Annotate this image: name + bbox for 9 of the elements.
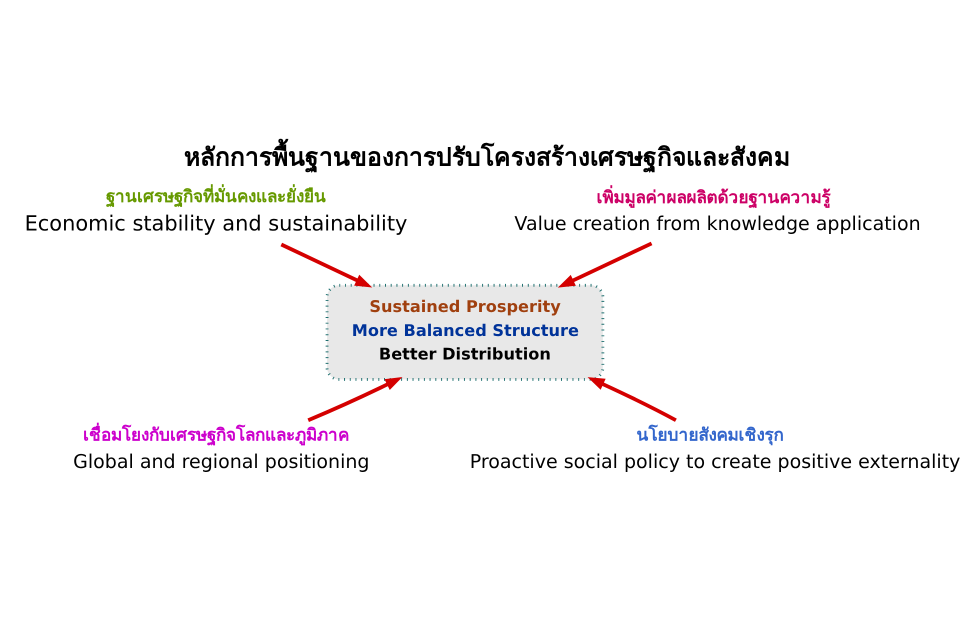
- node-text: ฐานเศรษฐกิจที่มั่นคงและยั่งยืน Economic stability and sustainability: [24, 186, 408, 236]
- node-text: นโยบายสังคมเชิงรุก Proactive social policy to create positive externality: [470, 425, 960, 472]
- node-box: Sustained Prosperity More Balanced Structure Better Distribution: [326, 283, 604, 380]
- node-text: เชื่อมโยงกับเศรษฐกิจโลกและภูมิภาค Global and regional positioning: [73, 425, 370, 472]
- arrow: [558, 241, 652, 288]
- arrow: [588, 376, 677, 422]
- arrow: [280, 242, 372, 288]
- arrow: [307, 376, 402, 422]
- node-text: เพิ่มมูลค่าผลผลิตด้วยฐานความรู้ Value creation from knowledge application: [514, 187, 921, 235]
